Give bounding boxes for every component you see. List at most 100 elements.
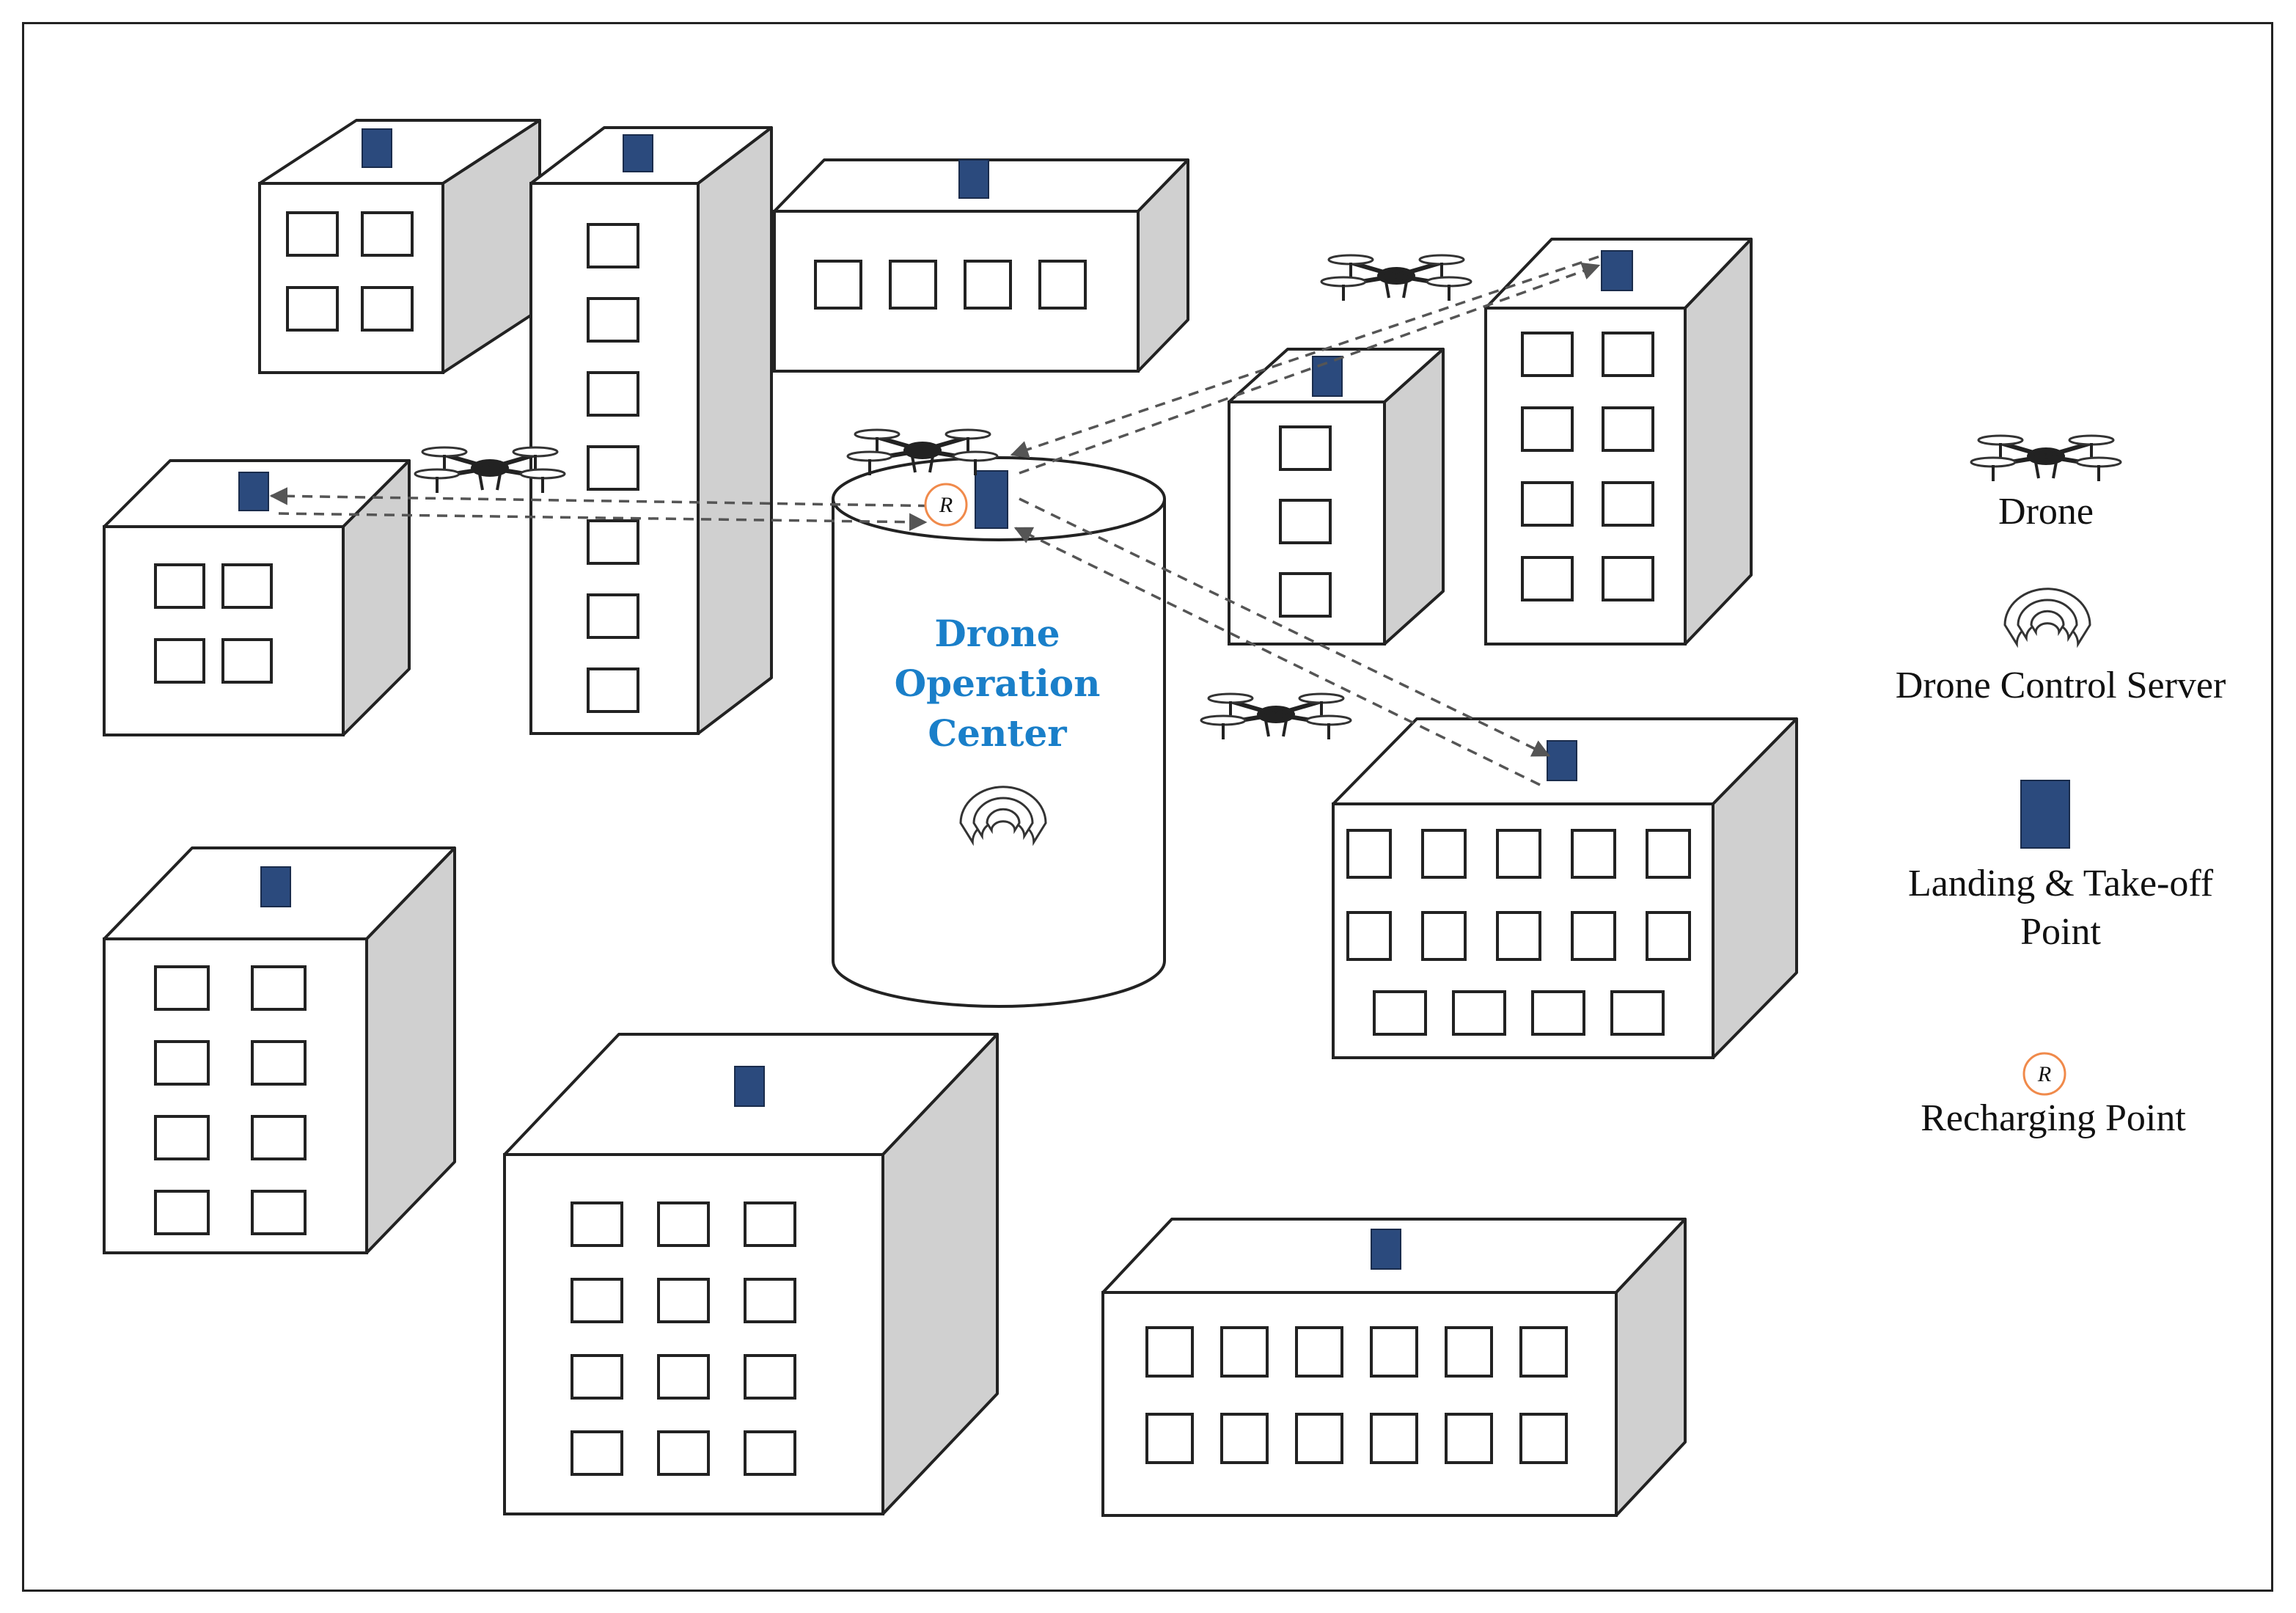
building-side (1383, 348, 1445, 645)
window (1496, 911, 1541, 961)
window (1519, 1326, 1568, 1378)
window (587, 519, 639, 565)
flight-path (269, 487, 947, 508)
window (744, 1201, 796, 1247)
window (1421, 911, 1467, 961)
window (1373, 990, 1427, 1036)
landing-pad (975, 470, 1008, 529)
legend-recharging-label: Recharging Point (1921, 1097, 2186, 1139)
window (1295, 1326, 1343, 1378)
recharge-symbol: R (2037, 1062, 2051, 1086)
window (251, 1190, 307, 1235)
window (1602, 481, 1654, 527)
window (571, 1201, 623, 1247)
window (744, 1278, 796, 1323)
window (1038, 260, 1087, 310)
window (571, 1354, 623, 1400)
flight-path (1013, 527, 1541, 786)
recharge-symbol: R (939, 493, 953, 517)
landing-pad (362, 128, 392, 168)
window (1602, 406, 1654, 452)
building (103, 846, 456, 1254)
center-title: Drone Operation Center (851, 609, 1144, 758)
drone-icon (846, 428, 999, 475)
window (1220, 1326, 1269, 1378)
window (587, 593, 639, 639)
window (1646, 911, 1691, 961)
window (1145, 1413, 1194, 1464)
landing-pad (1371, 1229, 1401, 1270)
drone-icon (1970, 434, 2122, 481)
window (1452, 990, 1506, 1036)
recharging-point-icon: R (924, 483, 968, 527)
window (286, 211, 339, 257)
window (221, 563, 273, 609)
building-front (1484, 307, 1687, 645)
window (1279, 572, 1332, 618)
legend-landing-label: Landing & Take-off Point (1833, 860, 2288, 957)
window (1421, 829, 1467, 879)
window (1521, 556, 1574, 601)
window (1571, 911, 1616, 961)
window (1602, 556, 1654, 601)
drone-icon (1320, 254, 1472, 301)
window (964, 260, 1012, 310)
window (1519, 1413, 1568, 1464)
building (1484, 238, 1753, 645)
window (1521, 332, 1574, 377)
window (361, 211, 414, 257)
window (587, 297, 639, 343)
window (1220, 1413, 1269, 1464)
window (814, 260, 862, 310)
window (1521, 406, 1574, 452)
flight-path (278, 512, 928, 531)
landing-pad (1312, 356, 1343, 397)
window (154, 638, 205, 684)
window (744, 1354, 796, 1400)
flight-paths (269, 255, 1601, 786)
window (587, 371, 639, 417)
window (1571, 829, 1616, 879)
window (571, 1278, 623, 1323)
flight-path (1010, 255, 1599, 458)
building (1332, 717, 1798, 1059)
window (1531, 990, 1585, 1036)
window (286, 286, 339, 332)
building (1101, 1218, 1687, 1517)
flight-path (1019, 497, 1551, 757)
window (154, 965, 210, 1011)
building (103, 459, 411, 736)
building (503, 1033, 999, 1515)
window (221, 638, 273, 684)
window (587, 667, 639, 713)
window (361, 286, 414, 332)
flight-path (1019, 262, 1601, 475)
window (657, 1430, 710, 1476)
window (154, 1190, 210, 1235)
landing-pad (623, 134, 653, 172)
window (1445, 1413, 1493, 1464)
window (1346, 911, 1392, 961)
window (251, 1115, 307, 1160)
window (1602, 332, 1654, 377)
drone-control-server-icon (959, 786, 1047, 846)
legend-server-label: Drone Control Server (1895, 665, 2226, 706)
center-title-line: Operation (894, 662, 1101, 705)
building (258, 119, 541, 374)
legend-landing-line: Landing & Take-off (1907, 863, 2214, 904)
window (1279, 425, 1332, 471)
window (657, 1278, 710, 1323)
recharging-point-icon: R (2022, 1052, 2066, 1096)
window (154, 1115, 210, 1160)
landing-pad (734, 1066, 765, 1107)
landing-pad (238, 472, 269, 511)
window (1646, 829, 1691, 879)
landing-pad (958, 159, 989, 199)
window (1521, 481, 1574, 527)
window (657, 1201, 710, 1247)
legend-landing-line: Point (2020, 911, 2101, 953)
window (1145, 1326, 1194, 1378)
building-front (103, 937, 368, 1254)
window (744, 1430, 796, 1476)
